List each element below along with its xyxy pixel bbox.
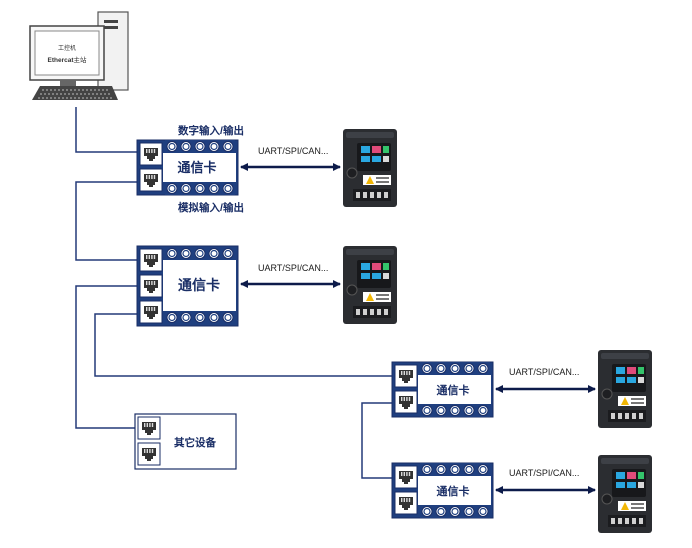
computer-icon: [29, 11, 129, 100]
rj45-port-icon: [139, 248, 163, 272]
pc-label-line1: 工控机: [58, 44, 76, 52]
comm-card-label: 通信卡: [437, 484, 470, 498]
rj45-port-icon: [139, 142, 163, 166]
other-device-label: 其它设备: [174, 436, 216, 449]
comm-card-label: 通信卡: [178, 277, 220, 293]
pc-label-role: 主站: [74, 55, 88, 64]
comm-card-label: 通信卡: [177, 160, 216, 175]
inverter-drive-icon: [597, 454, 653, 534]
network-cables: [75, 107, 392, 479]
rj45-port-icon: [139, 168, 163, 192]
rj45-port-icon: [394, 364, 418, 388]
cable-card2-to-card3: [94, 313, 392, 377]
terminal-block-icon: [419, 504, 491, 519]
serial-links: [240, 163, 596, 494]
cable-card1-to-card2: [75, 181, 137, 261]
link-label: UART/SPI/CAN...: [258, 146, 328, 156]
link-label: UART/SPI/CAN...: [509, 468, 579, 478]
inverter-drive-icon: [597, 349, 653, 429]
terminal-block-icon: [164, 246, 236, 261]
rj45-port-icon: [394, 390, 418, 414]
rj45-port-icon: [394, 465, 418, 489]
analog-io-label: 模拟输入/输出: [178, 201, 244, 214]
other-device: 其它设备: [134, 413, 237, 470]
rj45-port-icon: [137, 442, 161, 466]
terminal-block-icon: [164, 310, 236, 325]
terminal-block-icon: [419, 361, 491, 376]
terminal-block-icon: [419, 403, 491, 418]
comm-card-4: 通信卡: [391, 462, 494, 519]
ethercat-master-pc: 工控机 Ethercat主站: [29, 11, 129, 100]
rj45-port-icon: [139, 300, 163, 324]
terminal-block-icon: [164, 181, 236, 196]
comm-card-3: 通信卡: [391, 361, 494, 418]
pc-label-protocol: Ethercat: [47, 57, 74, 64]
comm-card-1: 通信卡: [136, 139, 239, 196]
comm-card-label: 通信卡: [437, 383, 470, 397]
pc-label-line2: Ethercat主站: [47, 55, 87, 64]
cable-pc-to-card1: [75, 107, 137, 153]
link-label: UART/SPI/CAN...: [258, 263, 328, 273]
digital-io-label: 数字输入/输出: [177, 124, 244, 137]
cable-card3-to-card4: [361, 402, 392, 479]
inverter-drive-icon: [342, 245, 398, 325]
comm-card-2: 通信卡: [136, 245, 239, 327]
rj45-port-icon: [137, 416, 161, 440]
terminal-block-icon: [164, 139, 236, 154]
inverter-drive-icon: [342, 128, 398, 208]
cable-card2-to-other: [75, 285, 137, 429]
terminal-block-icon: [419, 462, 491, 477]
link-label: UART/SPI/CAN...: [509, 367, 579, 377]
rj45-port-icon: [394, 491, 418, 515]
rj45-port-icon: [139, 274, 163, 298]
